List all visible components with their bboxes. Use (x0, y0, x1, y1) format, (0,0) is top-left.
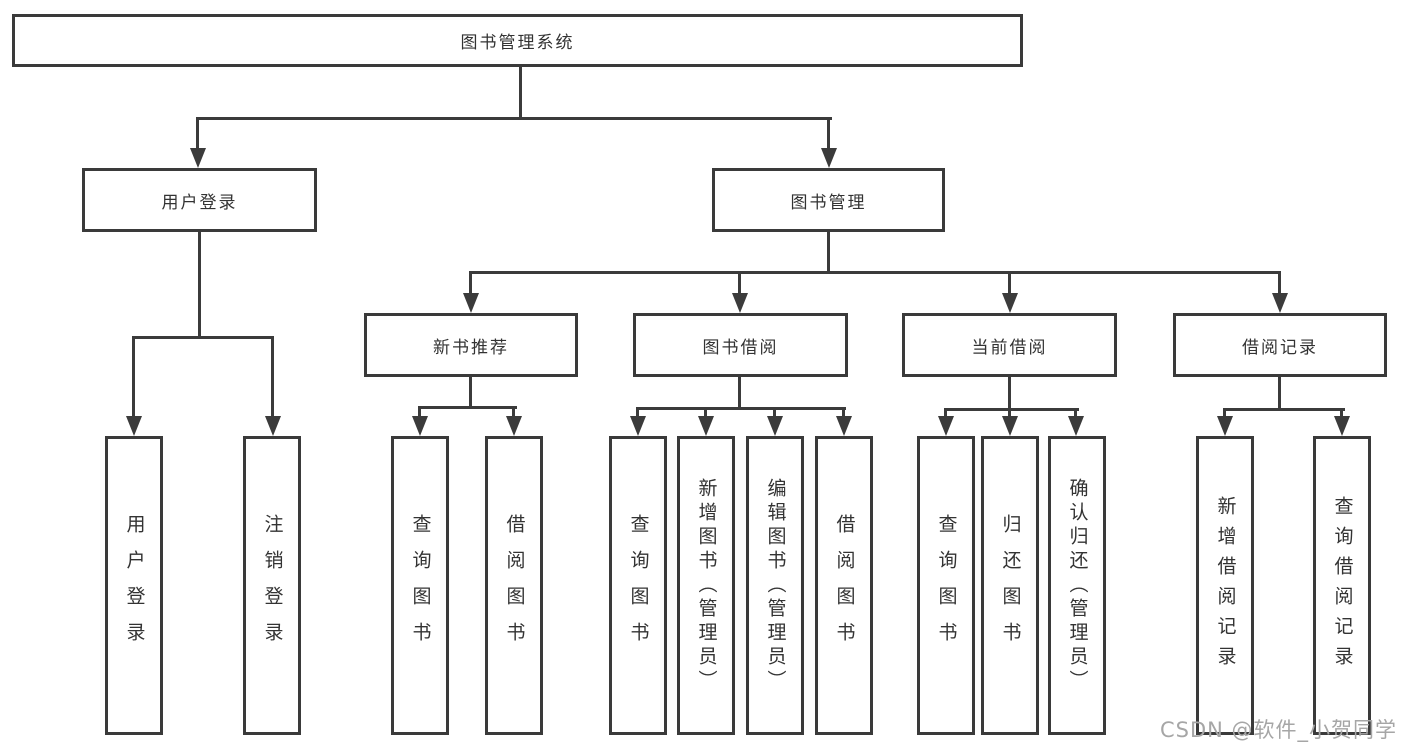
down-arrowhead (767, 416, 783, 436)
node-borrow-record: 借阅记录 (1173, 313, 1387, 377)
connector-level2-rail (196, 117, 832, 120)
down-arrowhead (938, 416, 954, 436)
down-arrowhead (1334, 416, 1350, 436)
node-book-borrow: 图书借阅 (633, 313, 848, 377)
down-arrowhead (836, 416, 852, 436)
connector-drop (704, 407, 707, 416)
leaf-label: 借阅图书 (833, 513, 856, 658)
down-arrowhead (821, 148, 837, 168)
connector-book-management-stem (827, 232, 830, 271)
connector-drop-leaf-user-login (132, 336, 135, 417)
node-new-book-recommend: 新书推荐 (364, 313, 578, 377)
leaf-label: 查询图书 (935, 513, 958, 658)
connector-current-borrow-rail (944, 408, 1079, 411)
connector-borrow-record-rail (1223, 408, 1345, 411)
connector-drop (418, 406, 421, 416)
down-arrowhead (1002, 416, 1018, 436)
connector-drop (944, 408, 947, 416)
connector-drop (842, 407, 845, 416)
connector-book-borrow-rail (636, 407, 846, 410)
leaf-logout: 注销登录 (243, 436, 301, 735)
connector-drop-user-login (196, 117, 199, 148)
leaf-query-books-borrow: 查询图书 (609, 436, 667, 735)
leaf-label: 用户登录 (123, 513, 146, 658)
down-arrowhead (1068, 416, 1084, 436)
leaf-confirm-return-admin: 确认归还（管理员） (1048, 436, 1106, 735)
leaf-query-books-recommend: 查询图书 (391, 436, 449, 735)
leaf-add-borrow-record: 新增借阅记录 (1196, 436, 1254, 735)
connector-book-borrow-stem (738, 377, 741, 407)
leaf-label: 查询图书 (409, 513, 432, 658)
leaf-label: 注销登录 (261, 513, 284, 658)
connector-user-login-rail (132, 336, 274, 339)
down-arrowhead (1272, 293, 1288, 313)
connector-borrow-record-stem (1278, 377, 1281, 408)
leaf-label: 归还图书 (999, 513, 1022, 658)
leaf-label: 新增图书（管理员） (695, 477, 718, 694)
connector-drop (512, 406, 515, 416)
connector-drop (636, 407, 639, 416)
leaf-query-borrow-record: 查询借阅记录 (1313, 436, 1371, 735)
connector-drop (1223, 408, 1226, 416)
node-library-management-system: 图书管理系统 (12, 14, 1023, 67)
leaf-return-book: 归还图书 (981, 436, 1039, 735)
down-arrowhead (732, 293, 748, 313)
down-arrowhead (1217, 416, 1233, 436)
node-user-login: 用户登录 (82, 168, 317, 232)
csdn-watermark: CSDN @软件_小贺同学 (1160, 718, 1398, 742)
down-arrowhead (265, 416, 281, 436)
leaf-label: 查询借阅记录 (1331, 495, 1354, 676)
down-arrowhead (412, 416, 428, 436)
leaf-query-books-current: 查询图书 (917, 436, 975, 735)
connector-level3-rail (469, 271, 1281, 274)
node-current-borrow: 当前借阅 (902, 313, 1117, 377)
leaf-label: 借阅图书 (503, 513, 526, 658)
down-arrowhead (126, 416, 142, 436)
connector-new-book-rail (418, 406, 517, 409)
leaf-borrow-books-borrow: 借阅图书 (815, 436, 873, 735)
down-arrowhead (630, 416, 646, 436)
down-arrowhead (190, 148, 206, 168)
leaf-user-login: 用户登录 (105, 436, 163, 735)
connector-drop (773, 407, 776, 416)
leaf-label: 查询图书 (627, 513, 650, 658)
leaf-edit-book-admin: 编辑图书（管理员） (746, 436, 804, 735)
connector-drop-new-book-recommend (469, 271, 472, 293)
connector-new-book-stem (469, 377, 472, 406)
connector-user-login-stem (198, 232, 201, 336)
connector-drop (1008, 408, 1011, 416)
down-arrowhead (1002, 293, 1018, 313)
leaf-label: 新增借阅记录 (1214, 495, 1237, 676)
leaf-add-book-admin: 新增图书（管理员） (677, 436, 735, 735)
leaf-borrow-books-recommend: 借阅图书 (485, 436, 543, 735)
node-book-management: 图书管理 (712, 168, 945, 232)
connector-drop (1340, 408, 1343, 416)
connector-drop-leaf-logout (271, 336, 274, 417)
connector-drop-borrow-record (1278, 271, 1281, 293)
connector-root-stem (519, 67, 522, 117)
leaf-label: 确认归还（管理员） (1066, 477, 1089, 694)
down-arrowhead (506, 416, 522, 436)
connector-drop (1074, 408, 1077, 416)
connector-drop-book-borrow (738, 271, 741, 293)
down-arrowhead (463, 293, 479, 313)
connector-drop-current-borrow (1008, 271, 1011, 293)
connector-current-borrow-stem (1008, 377, 1011, 408)
down-arrowhead (698, 416, 714, 436)
connector-drop-book-management (827, 117, 830, 148)
leaf-label: 编辑图书（管理员） (764, 477, 787, 694)
